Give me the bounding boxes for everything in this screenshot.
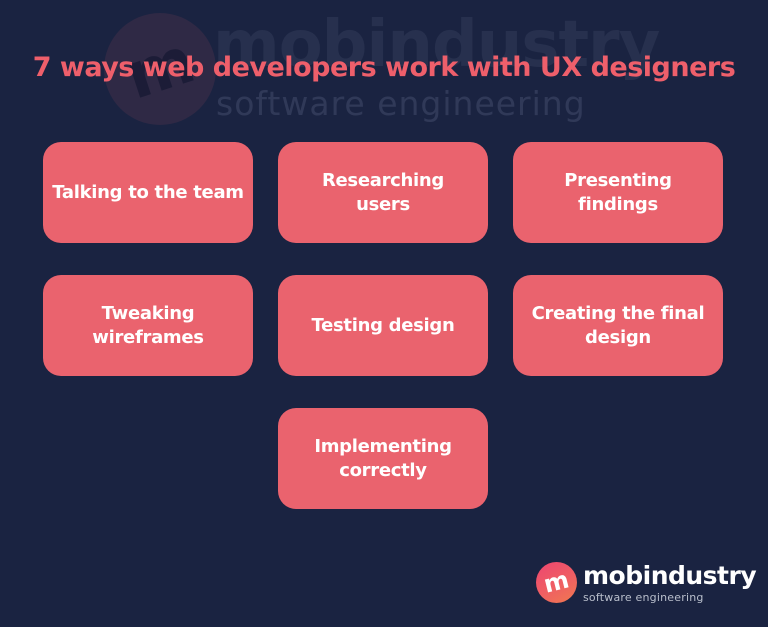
card-creating-final-design: Creating the final design bbox=[513, 275, 723, 376]
card-researching-users: Researching users bbox=[278, 142, 488, 243]
cards-row-1: Talking to the team Researching users Pr… bbox=[43, 142, 723, 243]
watermark-brand-text: mobindustry bbox=[213, 8, 660, 82]
watermark-logo-circle: m bbox=[104, 13, 216, 125]
card-label: Creating the final design bbox=[531, 303, 705, 348]
card-label: Tweaking wireframes bbox=[92, 303, 204, 348]
cards-grid: Talking to the team Researching users Pr… bbox=[43, 142, 723, 509]
logo-tagline: software engineering bbox=[583, 590, 704, 604]
cards-row-3: Implementing correctly bbox=[43, 408, 723, 509]
logo-brand-name: mobindustry bbox=[583, 561, 757, 590]
logo-text-block: mobindustry software engineering bbox=[583, 561, 757, 604]
mobindustry-logo-icon: m bbox=[536, 562, 577, 603]
page-title: 7 ways web developers work with UX desig… bbox=[32, 52, 736, 83]
cards-row-2: Tweaking wireframes Testing design Creat… bbox=[43, 275, 723, 376]
card-label: Testing design bbox=[311, 314, 455, 336]
card-talking-to-the-team: Talking to the team bbox=[43, 142, 253, 243]
card-tweaking-wireframes: Tweaking wireframes bbox=[43, 275, 253, 376]
brand-logo: m mobindustry software engineering bbox=[536, 561, 757, 604]
card-implementing-correctly: Implementing correctly bbox=[278, 408, 488, 509]
logo-m-glyph: m bbox=[540, 564, 572, 599]
watermark-tagline-text: software engineering bbox=[216, 84, 586, 123]
card-label: Implementing correctly bbox=[314, 436, 452, 481]
card-label: Presenting findings bbox=[564, 170, 672, 215]
card-presenting-findings: Presenting findings bbox=[513, 142, 723, 243]
card-label: Researching users bbox=[321, 170, 445, 215]
card-label: Talking to the team bbox=[52, 181, 244, 203]
card-testing-design: Testing design bbox=[278, 275, 488, 376]
